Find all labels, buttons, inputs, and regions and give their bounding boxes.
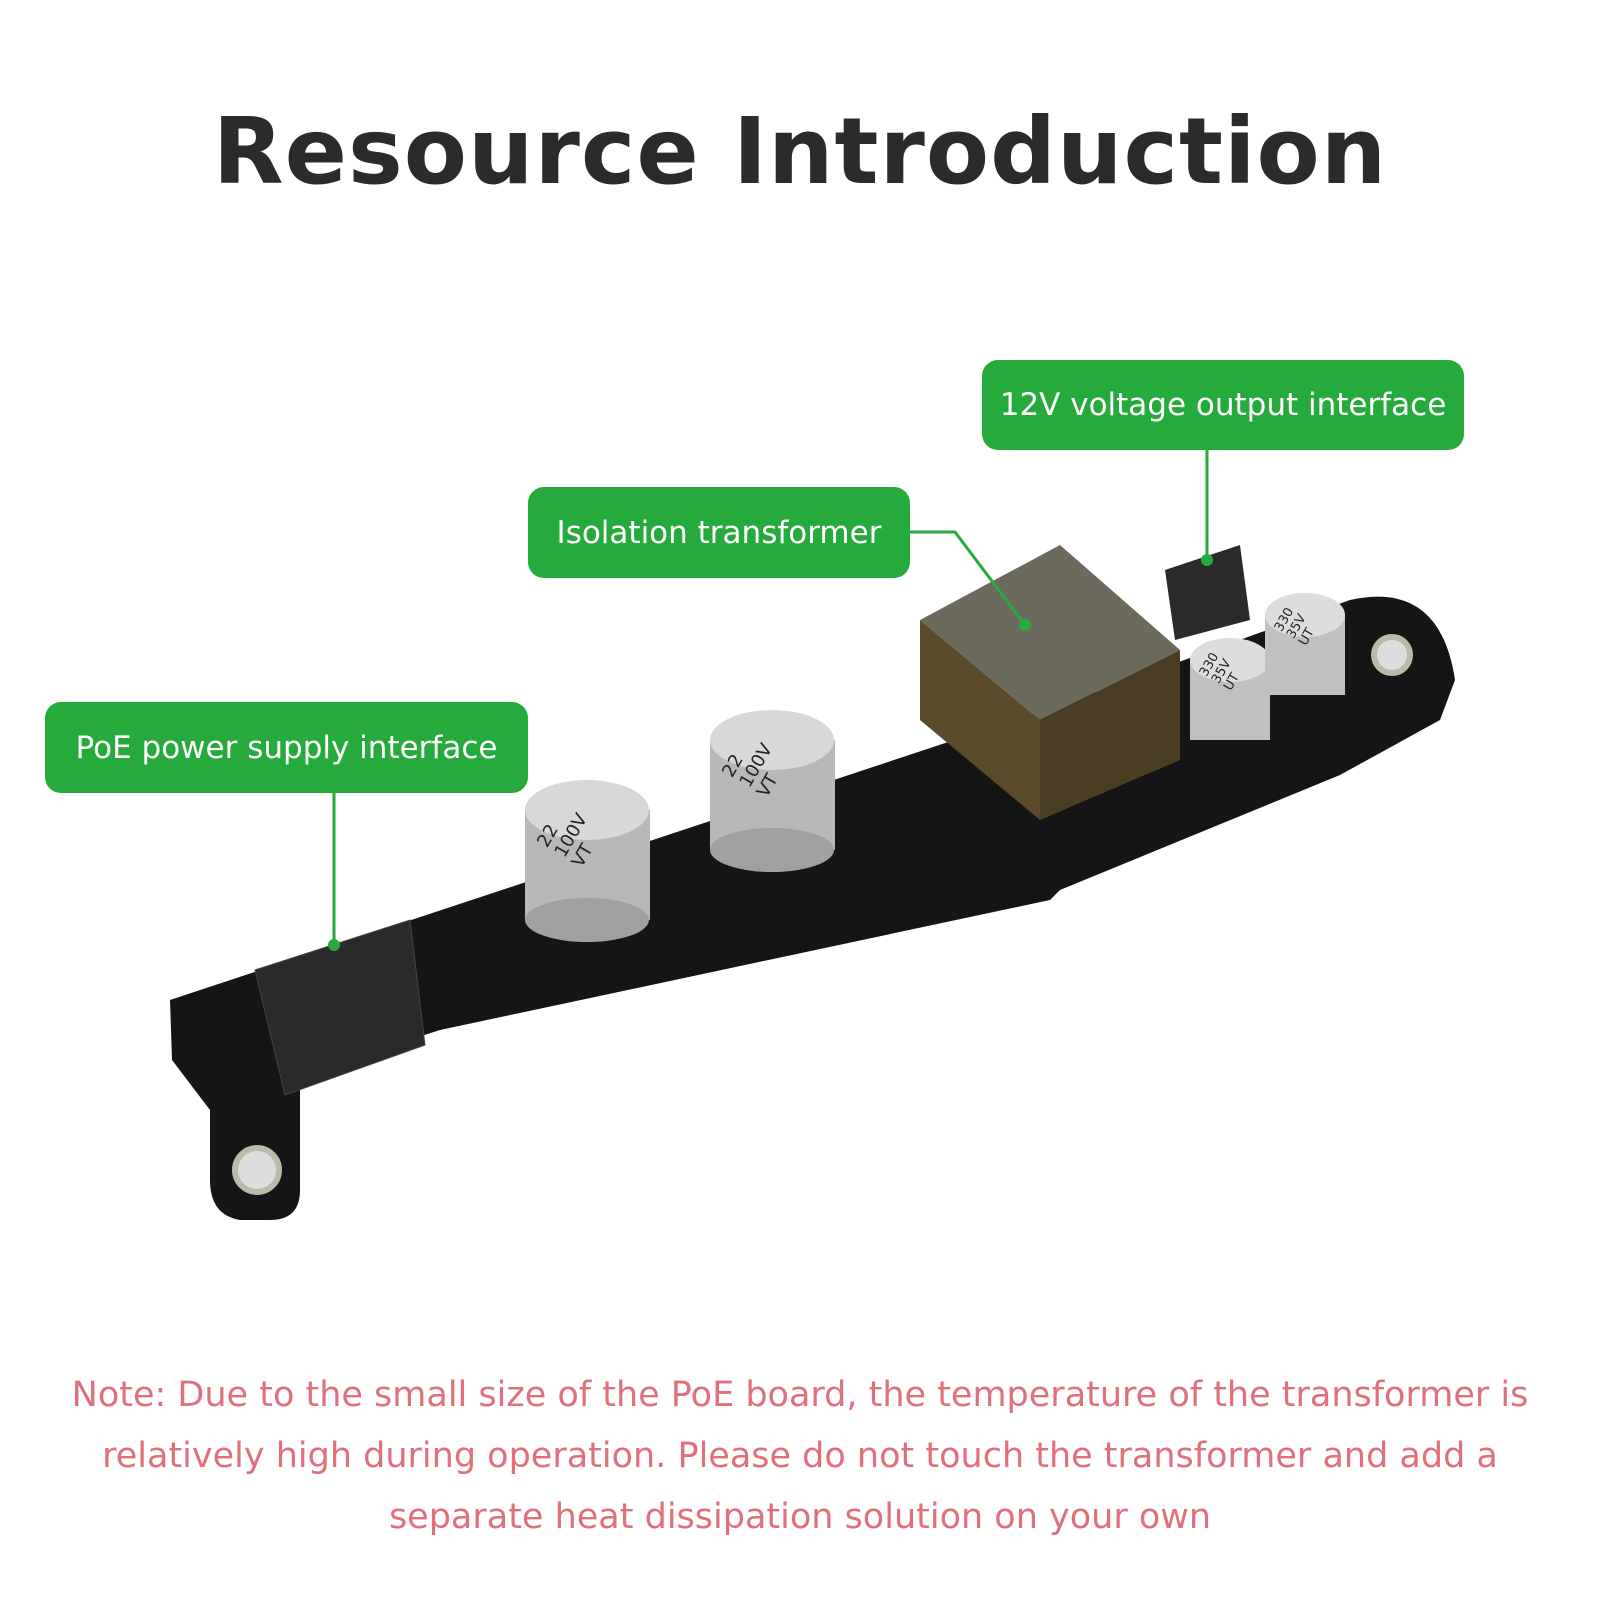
warning-note: Note: Due to the small size of the PoE b… — [71, 1375, 1529, 1537]
callout-poe-interface: PoE power supply interface — [45, 702, 528, 793]
capacitor-1: 22 100V VT — [525, 780, 650, 942]
callout-label: Isolation transformer — [556, 514, 882, 551]
capacitor-2: 22 100V VT — [710, 710, 835, 872]
mount-hole-right — [1371, 634, 1413, 676]
page-title: Resource Introduction — [212, 98, 1388, 205]
callout-isolation-transformer: Isolation transformer — [528, 487, 910, 578]
mount-hole-left — [232, 1145, 282, 1195]
callout-label: PoE power supply interface — [75, 729, 498, 766]
capacitor-4: 330 35V UT — [1265, 593, 1345, 695]
poe-connector — [254, 919, 426, 1096]
isolation-transformer — [920, 545, 1180, 820]
callout-label: 12V voltage output interface — [999, 387, 1447, 423]
capacitor-3: 330 35V UT — [1190, 638, 1270, 740]
callout-12v-output: 12V voltage output interface — [982, 360, 1464, 450]
output-connector — [1165, 545, 1250, 640]
leader-line-transformer — [910, 530, 1027, 626]
